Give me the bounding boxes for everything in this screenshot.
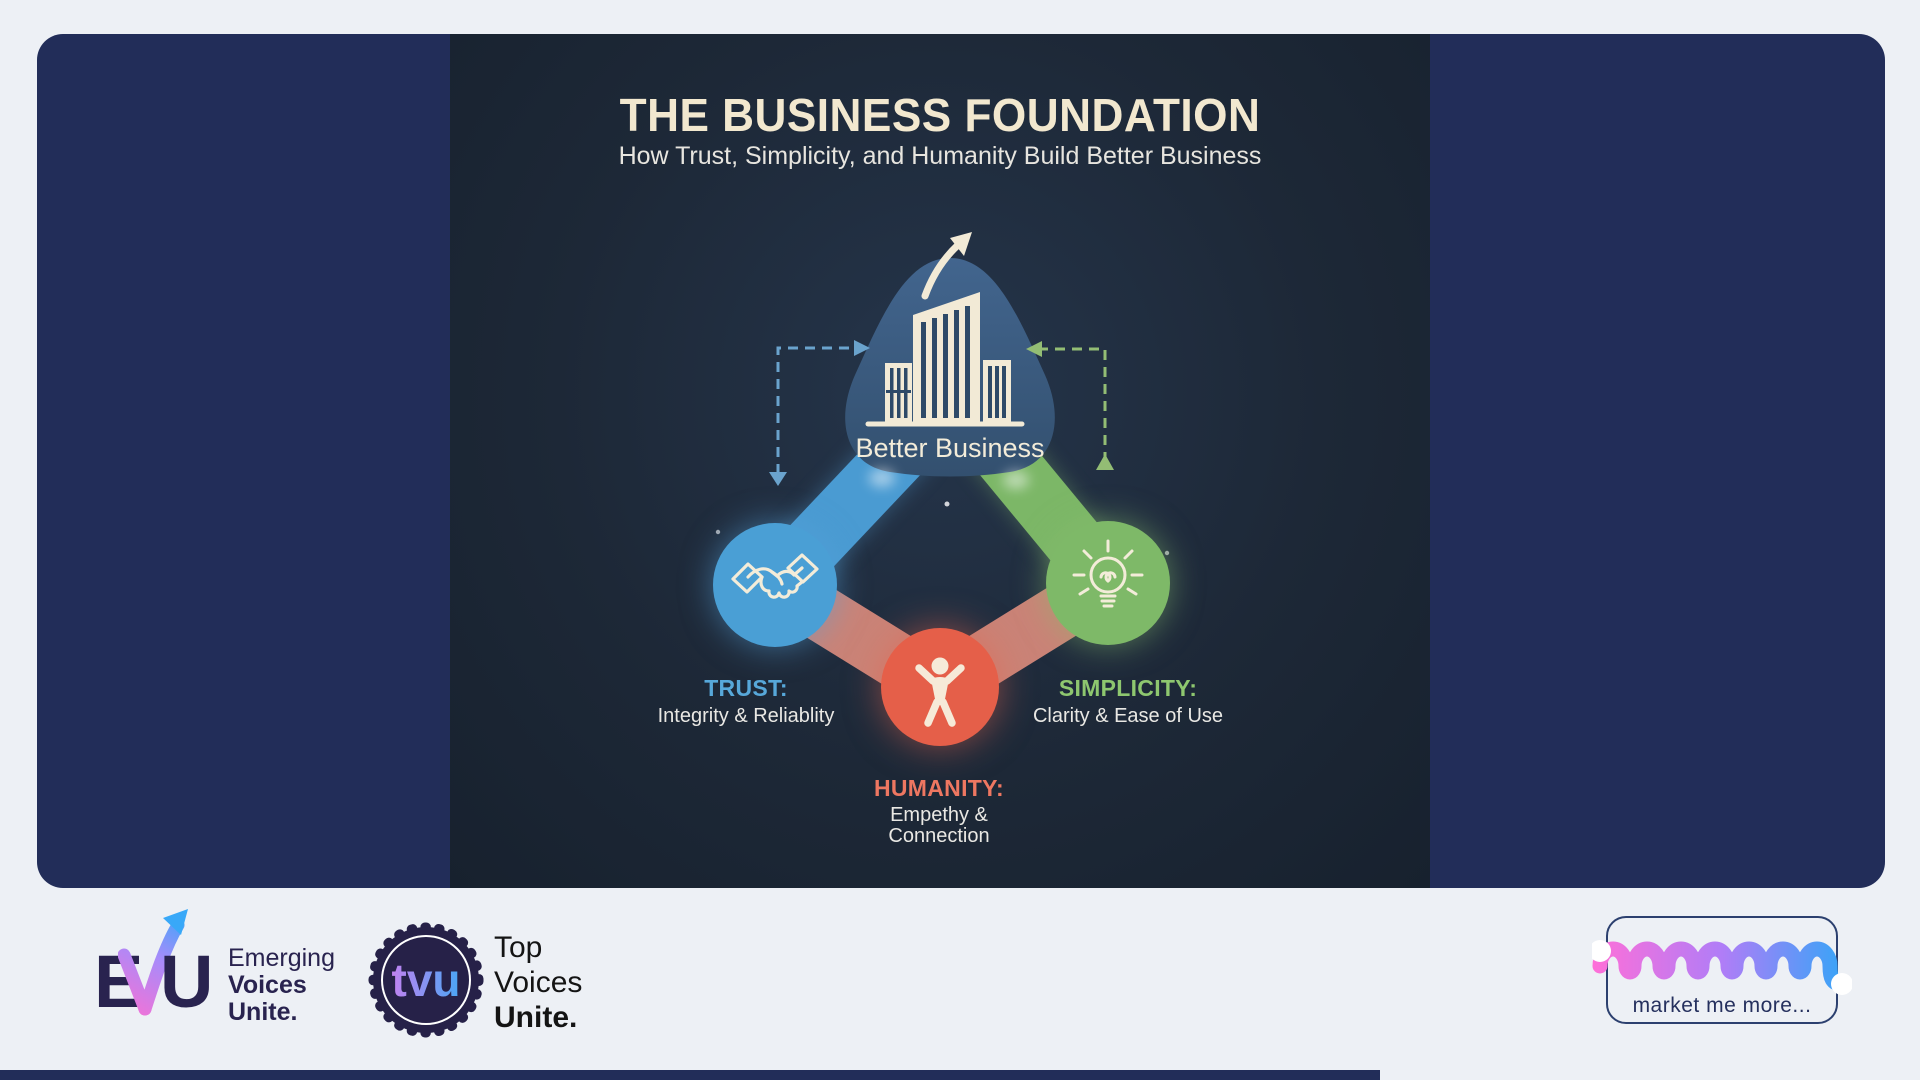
tvu-line-1: Top [494, 931, 543, 964]
tvu-badge-text: tvu [392, 954, 461, 1006]
simplicity-label: SIMPLICITY: Clarity & Ease of Use [1033, 675, 1223, 728]
infographic-image: THE BUSINESS FOUNDATION How Trust, Simpl… [450, 34, 1430, 888]
evu-wordmark: Emerging Voices Unite. [228, 945, 335, 1026]
tvu-line-2: Voices [494, 966, 583, 999]
tvu-badge-icon: tvu [368, 922, 484, 1038]
evu-line-1: Emerging [228, 944, 335, 972]
person-icon [915, 657, 965, 727]
simplicity-circle [1046, 521, 1170, 645]
trust-title: TRUST: [704, 675, 788, 701]
trust-label: TRUST: Integrity & Reliablity [658, 675, 835, 728]
mmm-tagline: market me more... [1632, 994, 1812, 1017]
handshake-icon [731, 553, 819, 599]
sparkle-glows [715, 469, 1170, 556]
humanity-description-line1: Empethy & [890, 804, 988, 826]
trust-description: Integrity & Reliablity [657, 705, 835, 727]
flow-arrow-right-heads [1026, 341, 1114, 470]
flow-arrow-left-icon [776, 346, 858, 474]
center-label: Better Business [855, 433, 1045, 463]
flow-arrow-right-icon [1038, 347, 1107, 462]
tvu-line-3: Unite. [494, 1001, 578, 1034]
evu-line-2: Voices [228, 971, 307, 999]
mmm-logo: market me more... [1592, 912, 1854, 1037]
infographic-subtitle: How Trust, Simplicity, and Humanity Buil… [618, 142, 1262, 170]
tvu-wordmark: Top Voices Unite. [494, 930, 582, 1035]
simplicity-title: SIMPLICITY: [1058, 675, 1198, 701]
evu-letter-u: U [160, 940, 214, 1023]
evu-line-3: Unite. [228, 998, 298, 1026]
humanity-label: HUMANITY: Empethy & Connection [874, 775, 1004, 847]
evu-v-arrow-icon [118, 909, 188, 1016]
evu-logo: E U Emerging Voices Unite. [94, 905, 344, 1026]
building-growth-icon [865, 232, 1025, 427]
mmm-squiggle-icon [1592, 940, 1852, 995]
humanity-title: HUMANITY: [873, 775, 1005, 801]
infographic-card: THE BUSINESS FOUNDATION How Trust, Simpl… [37, 34, 1885, 888]
foundation-diagram [713, 232, 1170, 746]
tvu-logo: tvu Top Voices Unite. [368, 922, 608, 1038]
lightbulb-icon [1072, 539, 1144, 608]
infographic-title: THE BUSINESS FOUNDATION [619, 89, 1261, 141]
simplicity-description: Clarity & Ease of Use [1032, 705, 1224, 727]
humanity-description-line2: Connection [888, 825, 990, 847]
bottom-edge-strip [0, 1070, 1380, 1080]
flow-arrow-left-heads [769, 340, 870, 486]
trust-circle [713, 523, 837, 647]
